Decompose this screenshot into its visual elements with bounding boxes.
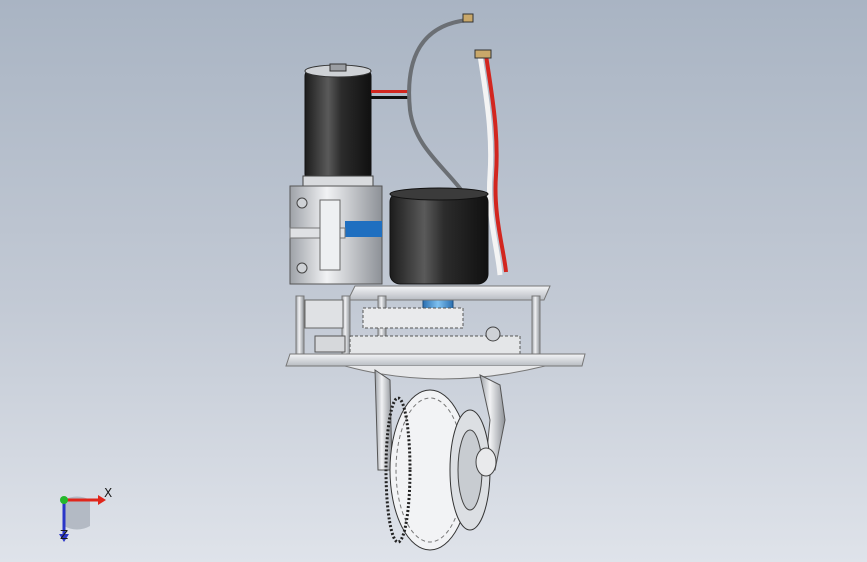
coordinate-triad [44, 478, 114, 548]
x-axis-label: X [104, 486, 113, 500]
base-plate[interactable] [285, 353, 586, 380]
gear-train[interactable] [304, 299, 521, 355]
drive-wheel[interactable] [384, 389, 497, 551]
y-axis-dot [60, 496, 68, 504]
z-axis-label: Z [60, 528, 69, 542]
motor-gearbox[interactable] [289, 185, 383, 285]
steering-motor[interactable] [302, 63, 409, 187]
upper-mounting-plate[interactable] [347, 285, 551, 301]
wheel-fork[interactable] [374, 369, 506, 471]
